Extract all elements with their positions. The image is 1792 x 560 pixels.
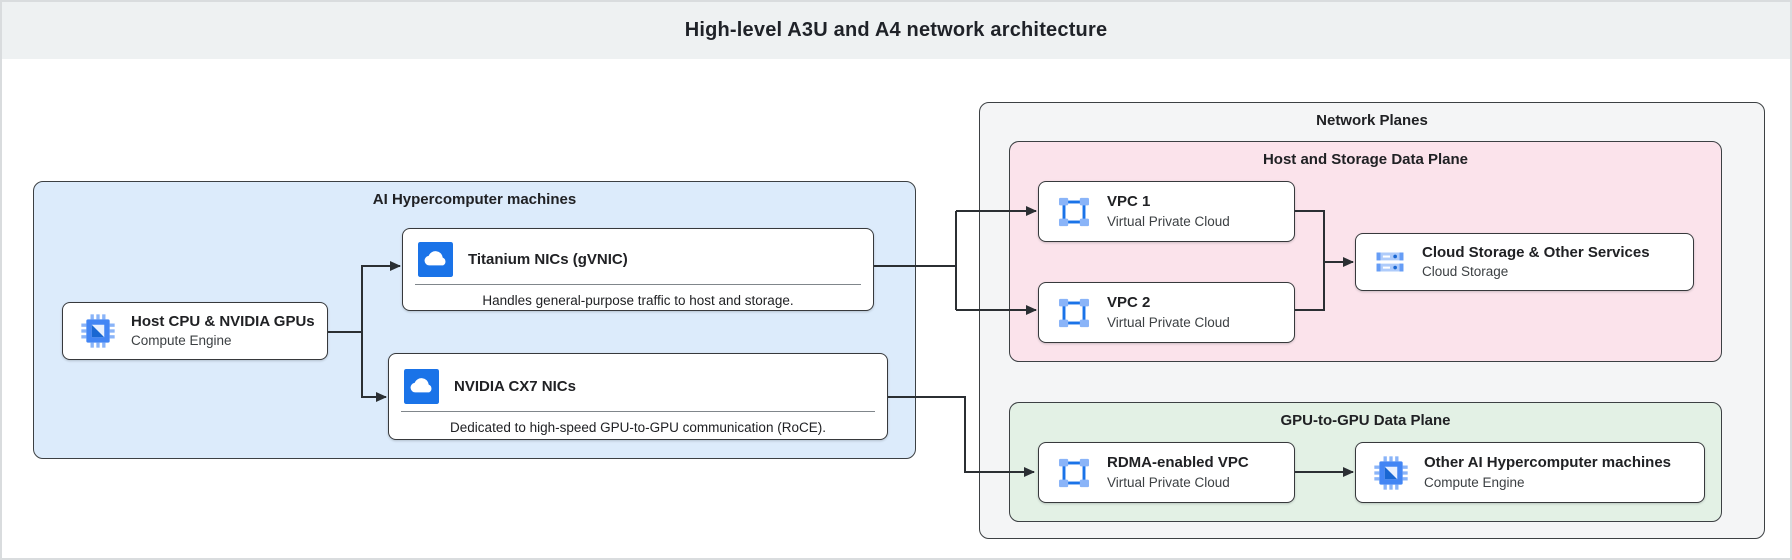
node-title: Titanium NICs (gVNIC) [468, 250, 628, 268]
vpc-icon [1059, 197, 1089, 226]
node-title: Other AI Hypercomputer machines [1424, 454, 1672, 472]
container-label: GPU-to-GPU Data Plane [1280, 412, 1451, 429]
node-cloud-storage: Cloud Storage & Other Services Cloud Sto… [1355, 233, 1694, 291]
page-title: High-level A3U and A4 network architectu… [684, 19, 1108, 41]
node-title: VPC 2 [1107, 294, 1151, 312]
divider [415, 284, 861, 285]
compute-engine-icon [81, 314, 115, 348]
node-title: Cloud Storage & Other Services [1422, 243, 1650, 261]
node-vpc2: VPC 2 Virtual Private Cloud [1038, 282, 1295, 343]
node-subtitle: Cloud Storage [1422, 264, 1509, 280]
container-label: Network Planes [1316, 112, 1428, 129]
node-title: VPC 1 [1107, 193, 1151, 211]
cloud-storage-icon [1376, 252, 1404, 272]
node-host-cpu: Host CPU & NVIDIA GPUs Compute Engine [62, 302, 328, 360]
node-subtitle: Virtual Private Cloud [1107, 213, 1230, 229]
node-title: RDMA-enabled VPC [1107, 454, 1249, 472]
node-subtitle: Virtual Private Cloud [1107, 474, 1230, 490]
cloud-nic-icon [418, 241, 453, 277]
container-label: AI Hypercomputer machines [372, 191, 577, 208]
node-vpc1: VPC 1 Virtual Private Cloud [1038, 181, 1295, 242]
header-band: High-level A3U and A4 network architectu… [2, 2, 1790, 59]
node-subtitle: Virtual Private Cloud [1107, 314, 1230, 330]
node-description: Handles general-purpose traffic to host … [482, 293, 794, 308]
cloud-nic-icon [404, 368, 439, 404]
node-title: Host CPU & NVIDIA GPUs [131, 312, 315, 330]
node-nvidia-cx7-nics: NVIDIA CX7 NICs Dedicated to high-speed … [388, 353, 888, 440]
node-titanium-nics: Titanium NICs (gVNIC) Handles general-pu… [402, 228, 874, 311]
node-other-ai-machines: Other AI Hypercomputer machines Compute … [1355, 442, 1705, 503]
compute-engine-icon [1374, 455, 1408, 490]
node-subtitle: Compute Engine [131, 333, 232, 349]
vpc-icon [1059, 298, 1089, 327]
node-description: Dedicated to high-speed GPU-to-GPU commu… [450, 420, 826, 435]
node-rdma-vpc: RDMA-enabled VPC Virtual Private Cloud [1038, 442, 1295, 503]
node-subtitle: Compute Engine [1424, 474, 1525, 490]
vpc-icon [1059, 458, 1089, 487]
container-label: Host and Storage Data Plane [1262, 151, 1469, 168]
node-title: NVIDIA CX7 NICs [454, 377, 576, 395]
divider [401, 411, 875, 412]
